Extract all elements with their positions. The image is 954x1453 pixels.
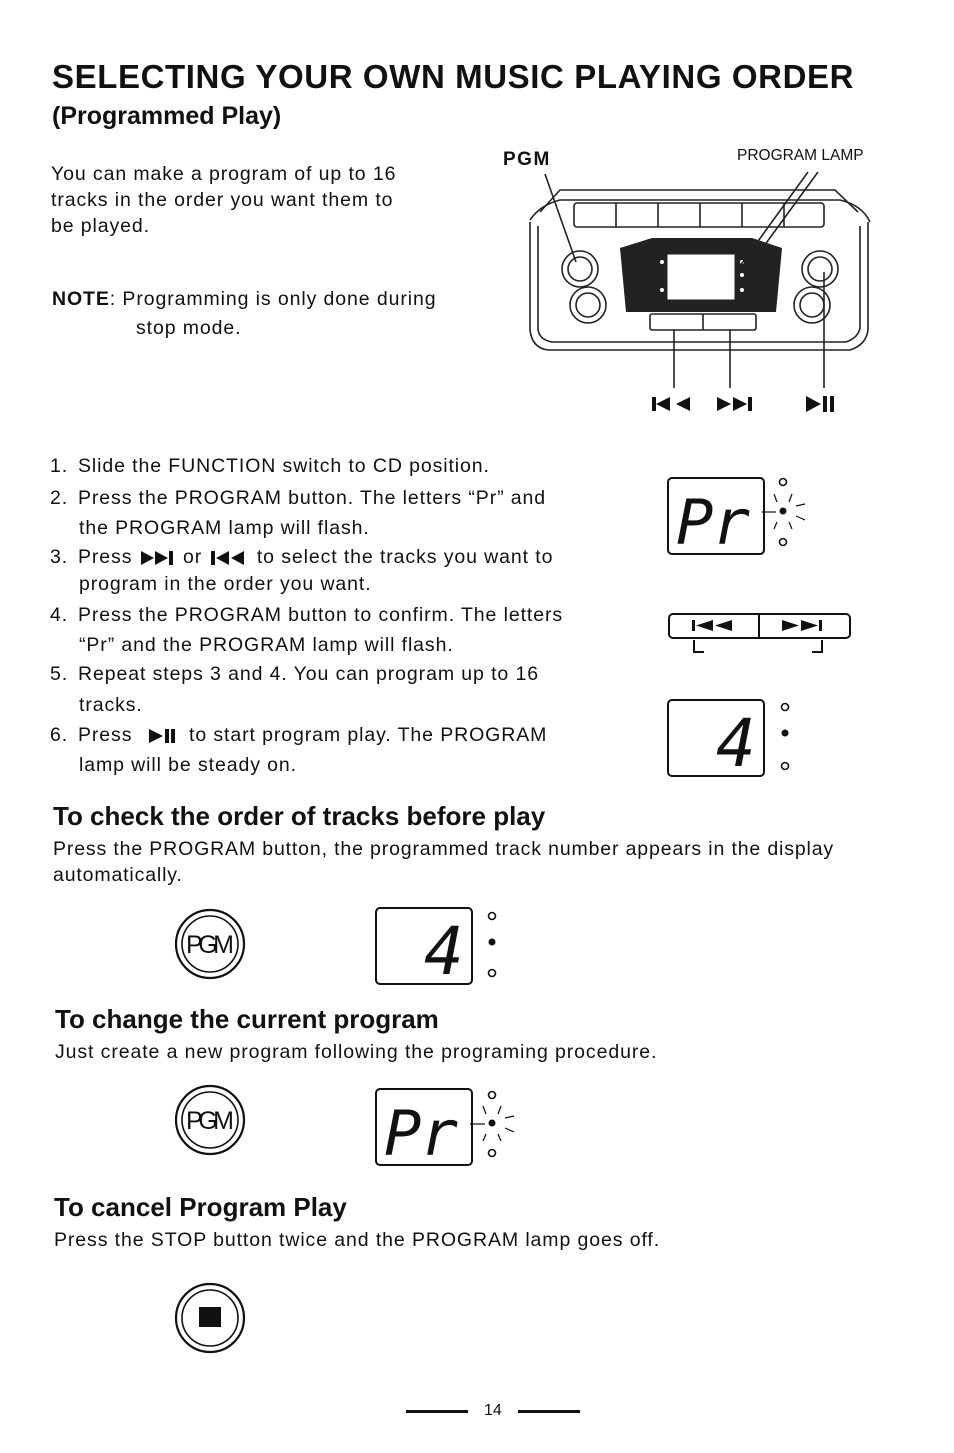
skip-forward-icon (140, 551, 173, 565)
display-text: Pr (384, 1097, 458, 1170)
skip-back-icon (652, 397, 690, 411)
skip-forward-icon (782, 620, 822, 631)
player-diagram (529, 171, 871, 412)
skip-buttons (668, 613, 851, 653)
step-5: 5.Repeat steps 3 and 4. You can program … (50, 663, 539, 716)
play-pause-icon (148, 729, 175, 743)
cancel-text: Press the STOP button twice and the PROG… (54, 1229, 661, 1251)
skip-back-icon (211, 551, 245, 565)
display-text: 4 (716, 705, 756, 782)
display-pr-change: Pr (375, 1088, 515, 1170)
display-text: Pr (676, 486, 750, 559)
step-2: 2.Press the PROGRAM button. The letters … (50, 487, 547, 539)
stop-icon (199, 1307, 221, 1327)
play-pause-icon (806, 396, 834, 412)
change-text: Just create a new program following the … (55, 1041, 658, 1063)
stop-button (174, 1282, 246, 1354)
footer-rule-left (406, 1410, 468, 1413)
note-label: NOTE (52, 288, 110, 310)
step-6: 6.Press to start program play. The PROGR… (50, 724, 548, 776)
step-4: 4.Press the PROGRAM button to confirm. T… (50, 604, 564, 656)
pgm-button-label: PGM (186, 1107, 234, 1135)
pgm-button: PGM (174, 908, 246, 980)
change-heading: To change the current program (55, 1004, 439, 1034)
check-text: Press the PROGRAM button, the programmed… (53, 838, 835, 886)
display-pr: Pr (667, 477, 806, 559)
display-text: 4 (424, 913, 464, 990)
cancel-heading: To cancel Program Play (54, 1192, 347, 1222)
step-1: 1.Slide the FUNCTION switch to CD positi… (50, 455, 490, 477)
display-track-check: 4 (375, 907, 497, 990)
page-number: 14 (484, 1402, 502, 1419)
step-3: 3.Press or to select the tracks you want… (50, 546, 554, 595)
note: NOTE: Programming is only done during st… (52, 288, 437, 339)
check-heading: To check the order of tracks before play (53, 801, 546, 831)
pgm-label: PGM (503, 149, 551, 170)
page-title: SELECTING YOUR OWN MUSIC PLAYING ORDER (52, 58, 855, 95)
footer-rule-right (518, 1410, 580, 1413)
skip-forward-icon (717, 397, 752, 411)
intro-text: You can make a program of up to 16 track… (51, 163, 397, 237)
pgm-button-label: PGM (186, 931, 234, 959)
skip-back-icon (692, 620, 732, 631)
display-track: 4 (667, 699, 790, 782)
page-subtitle: (Programmed Play) (52, 102, 282, 130)
program-lamp-label: PROGRAM LAMP (737, 147, 864, 164)
pgm-button: PGM (174, 1084, 246, 1156)
